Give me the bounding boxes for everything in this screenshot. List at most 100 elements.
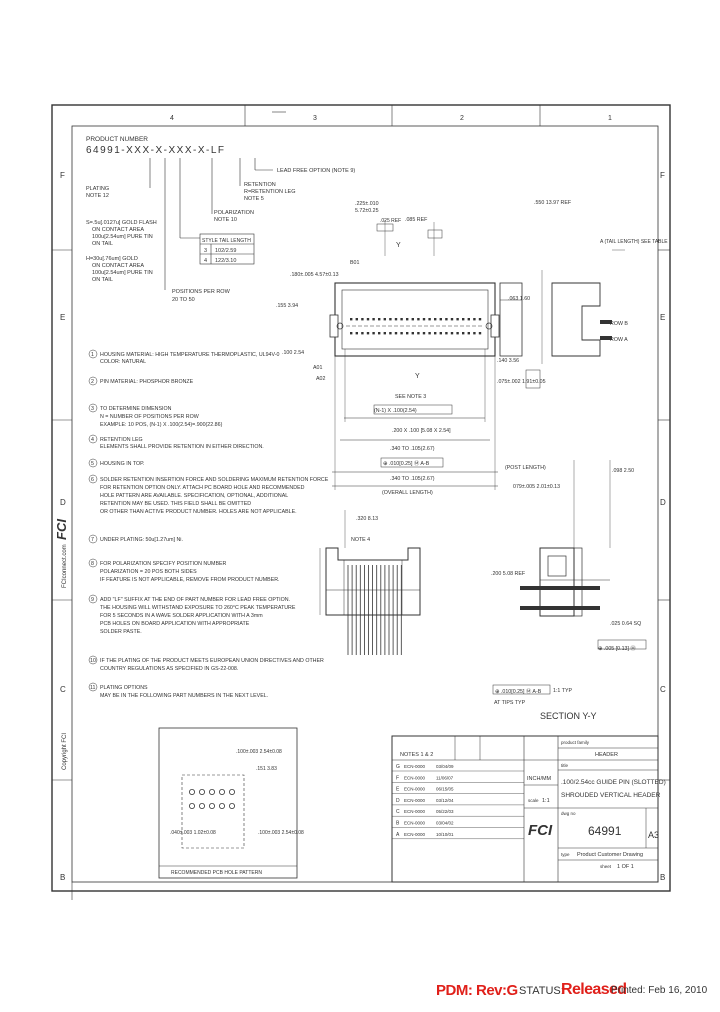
- svg-text:.063 1.60: .063 1.60: [508, 296, 530, 302]
- website-text: FCIconnect.com: [62, 544, 68, 588]
- svg-text:.085 REF: .085 REF: [405, 217, 428, 223]
- row-marker: F: [60, 171, 65, 180]
- svg-text:FCI: FCI: [54, 519, 69, 540]
- row-marker: E: [60, 313, 65, 322]
- pin-a: [422, 332, 426, 335]
- pin-b: [422, 318, 426, 321]
- pcb-hole: [228, 803, 235, 810]
- svg-text:.040±.003 1.02±0.08: .040±.003 1.02±0.08: [170, 830, 216, 836]
- s-option: S=.5u[.0127u] GOLD FLASH: [86, 220, 157, 226]
- pin-b: [389, 318, 392, 321]
- pin-a: [361, 332, 364, 335]
- svg-text:MAY BE IN THE FOLLOWING PART N: MAY BE IN THE FOLLOWING PART NUMBERS IN …: [100, 693, 268, 699]
- pin-a: [378, 332, 381, 335]
- drawing-number: 64991: [588, 824, 622, 838]
- svg-text:2: 2: [91, 379, 94, 385]
- svg-text:.100±.003 2.54±0.08: .100±.003 2.54±0.08: [258, 830, 304, 836]
- note-item: 7 UNDER PLATING: 50u[1.27um] Ni.: [88, 534, 183, 544]
- col-marker: 3: [313, 115, 317, 122]
- rev-ecn: ECN-0000: [404, 787, 426, 792]
- notes-list: 1 HOUSING MATERIAL: HIGH TEMPERATURE THE…: [88, 349, 329, 699]
- svg-text:20 TO 50: 20 TO 50: [172, 297, 195, 303]
- title-block: NOTES 1 & 2 product family HEADER title …: [391, 735, 666, 883]
- pin-a: [355, 332, 358, 335]
- h-option: H=30u[.76um] GOLD: [86, 256, 138, 262]
- svg-text:(POST LENGTH): (POST LENGTH): [505, 465, 546, 471]
- svg-text:7: 7: [91, 537, 94, 543]
- svg-text:1: 1: [91, 352, 94, 358]
- row-marker: D: [660, 498, 666, 507]
- svg-text:sheet: sheet: [600, 864, 612, 869]
- svg-text:ADD "LF" SUFFIX AT THE END OF: ADD "LF" SUFFIX AT THE END OF PART NUMBE…: [100, 597, 290, 603]
- svg-text:⊕ .005 [0.13] Ⓜ: ⊕ .005 [0.13] Ⓜ: [598, 644, 636, 652]
- note-item: 11 PLATING OPTIONS MAY BE IN THE FOLLOWI…: [88, 682, 268, 699]
- polarization-label: POLARIZATION: [214, 210, 254, 216]
- section-view: NOTE 4 .320 8.13 .200 5.08 REF .098 2.50…: [319, 460, 647, 721]
- pin-a: [473, 332, 476, 335]
- svg-text:COUNTRY REGULATIONS AS SPECIFI: COUNTRY REGULATIONS AS SPECIFIED IN GS-2…: [100, 666, 238, 672]
- svg-text:8: 8: [91, 561, 94, 567]
- svg-text:⊕ .010[0.25] Ⓜ A-B: ⊕ .010[0.25] Ⓜ A-B: [495, 687, 542, 695]
- row-marker: B: [60, 873, 65, 882]
- svg-text:4: 4: [204, 258, 207, 264]
- style-table-title: STYLE TAIL LENGTH: [202, 238, 251, 244]
- pin-b: [462, 318, 465, 321]
- svg-text:RETENTION LEG: RETENTION LEG: [100, 437, 143, 443]
- pin-a: [434, 332, 437, 335]
- pin-a: [406, 332, 409, 335]
- svg-text:ROW B: ROW B: [610, 321, 628, 327]
- pin-row-a: [350, 332, 482, 335]
- svg-text:100u[2.54um] PURE TIN: 100u[2.54um] PURE TIN: [92, 234, 153, 240]
- pin-b: [478, 318, 482, 321]
- pin-a: [383, 332, 386, 335]
- units: INCH/MM: [527, 776, 552, 782]
- svg-text:SEE NOTE 3: SEE NOTE 3: [395, 394, 426, 400]
- pin-b: [372, 318, 375, 321]
- svg-text:A (TAIL LENGTH) SEE TABLE: A (TAIL LENGTH) SEE TABLE: [600, 239, 668, 245]
- pin-b: [473, 318, 476, 321]
- product-family: HEADER: [595, 752, 618, 758]
- pin-b: [378, 318, 381, 321]
- svg-text:PIN MATERIAL: PHOSPHOR BRONZE: PIN MATERIAL: PHOSPHOR BRONZE: [100, 379, 194, 385]
- svg-text:4: 4: [91, 437, 94, 443]
- svg-text:THE HOUSING WILL WITHSTAND EXP: THE HOUSING WILL WITHSTAND EXPOSURE TO 2…: [100, 605, 296, 611]
- rev-letter: G: [396, 764, 400, 770]
- ref-b: .025 REF: [380, 218, 401, 224]
- svg-text:.180±.005 4.57±0.13: .180±.005 4.57±0.13: [290, 272, 339, 278]
- pin-a: [366, 332, 370, 335]
- svg-text:.200 X .100 [5.08 X 2.54]: .200 X .100 [5.08 X 2.54]: [392, 428, 451, 434]
- pin-a: [372, 332, 375, 335]
- pcb-hole: [188, 789, 195, 796]
- y-label-top: Y: [396, 242, 401, 249]
- svg-text:ON TAIL: ON TAIL: [92, 241, 113, 247]
- pin-a: [389, 332, 392, 335]
- svg-text:.320 8.13: .320 8.13: [356, 516, 378, 522]
- pin-a: [456, 332, 459, 335]
- pin-b: [400, 318, 403, 321]
- svg-text:R=RETENTION LEG: R=RETENTION LEG: [244, 189, 296, 195]
- pin-b: [411, 318, 414, 321]
- svg-text:FOR 5 SECONDS IN A WAVE SOLDER: FOR 5 SECONDS IN A WAVE SOLDER APPLICATI…: [100, 613, 263, 619]
- row-marker: E: [660, 313, 665, 322]
- svg-text:EXAMPLE: 10 POS, (N-1) X .100(: EXAMPLE: 10 POS, (N-1) X .100(2.54)=.900…: [100, 422, 223, 428]
- svg-text:NOTE 4: NOTE 4: [351, 537, 370, 543]
- rev-ecn: ECN-0000: [404, 798, 426, 803]
- pin-b: [394, 318, 398, 321]
- rev-ecn: ECN-0000: [404, 809, 426, 814]
- positions-label: POSITIONS PER ROW: [172, 289, 231, 295]
- svg-text:UNDER PLATING: 50u[1.27um] Ni.: UNDER PLATING: 50u[1.27um] Ni.: [100, 537, 183, 543]
- svg-text:.100 2.54: .100 2.54: [282, 350, 304, 356]
- svg-text:.200 5.08 REF: .200 5.08 REF: [491, 571, 526, 577]
- rev-date: 11/06/07: [436, 775, 454, 780]
- rev-date: 10/10/01: [436, 832, 454, 837]
- svg-text:N = NUMBER OF POSITIONS PER RO: N = NUMBER OF POSITIONS PER ROW: [100, 414, 199, 420]
- rev-date: 03/04/02: [436, 821, 454, 826]
- pin-b: [445, 318, 448, 321]
- svg-text:.225±.010: .225±.010: [355, 201, 379, 207]
- svg-text:⊕ .010[0.25] Ⓜ A-B: ⊕ .010[0.25] Ⓜ A-B: [383, 459, 430, 467]
- fci-side-logo: FCI: [54, 519, 69, 540]
- outer-frame: [51, 104, 671, 892]
- svg-text:TO DETERMINE DIMENSION: TO DETERMINE DIMENSION: [100, 406, 172, 412]
- pin-b: [467, 318, 470, 321]
